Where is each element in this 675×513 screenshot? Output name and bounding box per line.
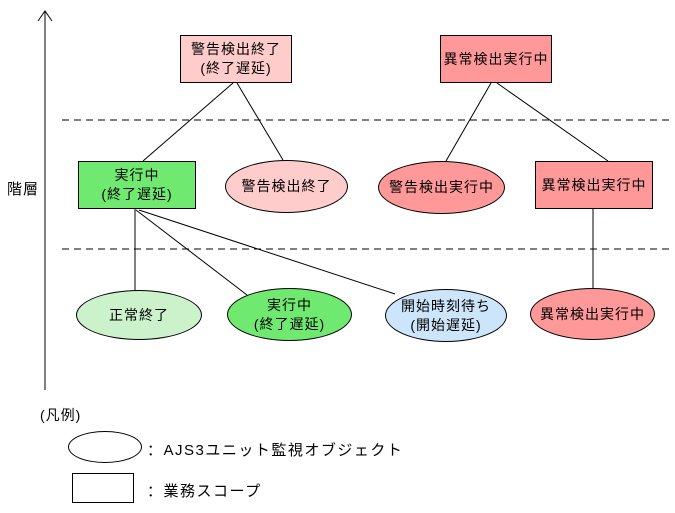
node-start-time-wait-monitor: 開始時刻待ち (開始遅延)	[385, 289, 507, 342]
edge-topwarning-runningbox	[142, 82, 234, 162]
axis-label: 階層	[7, 181, 40, 198]
legend-monitor-object-symbol	[68, 431, 142, 463]
node-error-running-scope-top: 異常検出実行中	[440, 35, 552, 83]
node-running-delay-scope: 実行中 (終了遅延)	[78, 161, 196, 209]
legend-title: (凡例)	[40, 407, 82, 423]
node-warning-running-monitor: 警告検出実行中	[378, 161, 505, 214]
legend-business-scope-symbol	[72, 473, 134, 503]
node-warning-end-monitor: 警告検出終了	[225, 160, 348, 213]
edge-topwarning-warningend	[236, 82, 284, 161]
edge-runningbox-startwait	[138, 209, 396, 295]
node-error-running-scope-mid: 異常検出実行中	[535, 161, 653, 209]
legend-business-scope-label: ：業務スコープ	[147, 483, 262, 500]
node-normal-end-monitor: 正常終了	[76, 290, 202, 340]
node-error-running-monitor: 異常検出実行中	[530, 288, 655, 340]
edge-toperror-miderrorbox	[496, 82, 609, 162]
node-running-delay-monitor: 実行中 (終了遅延)	[227, 288, 352, 341]
legend-monitor-object-label: ：AJS3ユニット監視オブジェクト	[147, 442, 404, 459]
edge-toperror-warningrunning	[445, 82, 492, 162]
node-warning-end-delay-scope: 警告検出終了 (終了遅延)	[180, 35, 292, 83]
edge-runningbox-runningellipse	[135, 209, 248, 296]
axis-arrow-icon	[37, 10, 53, 22]
